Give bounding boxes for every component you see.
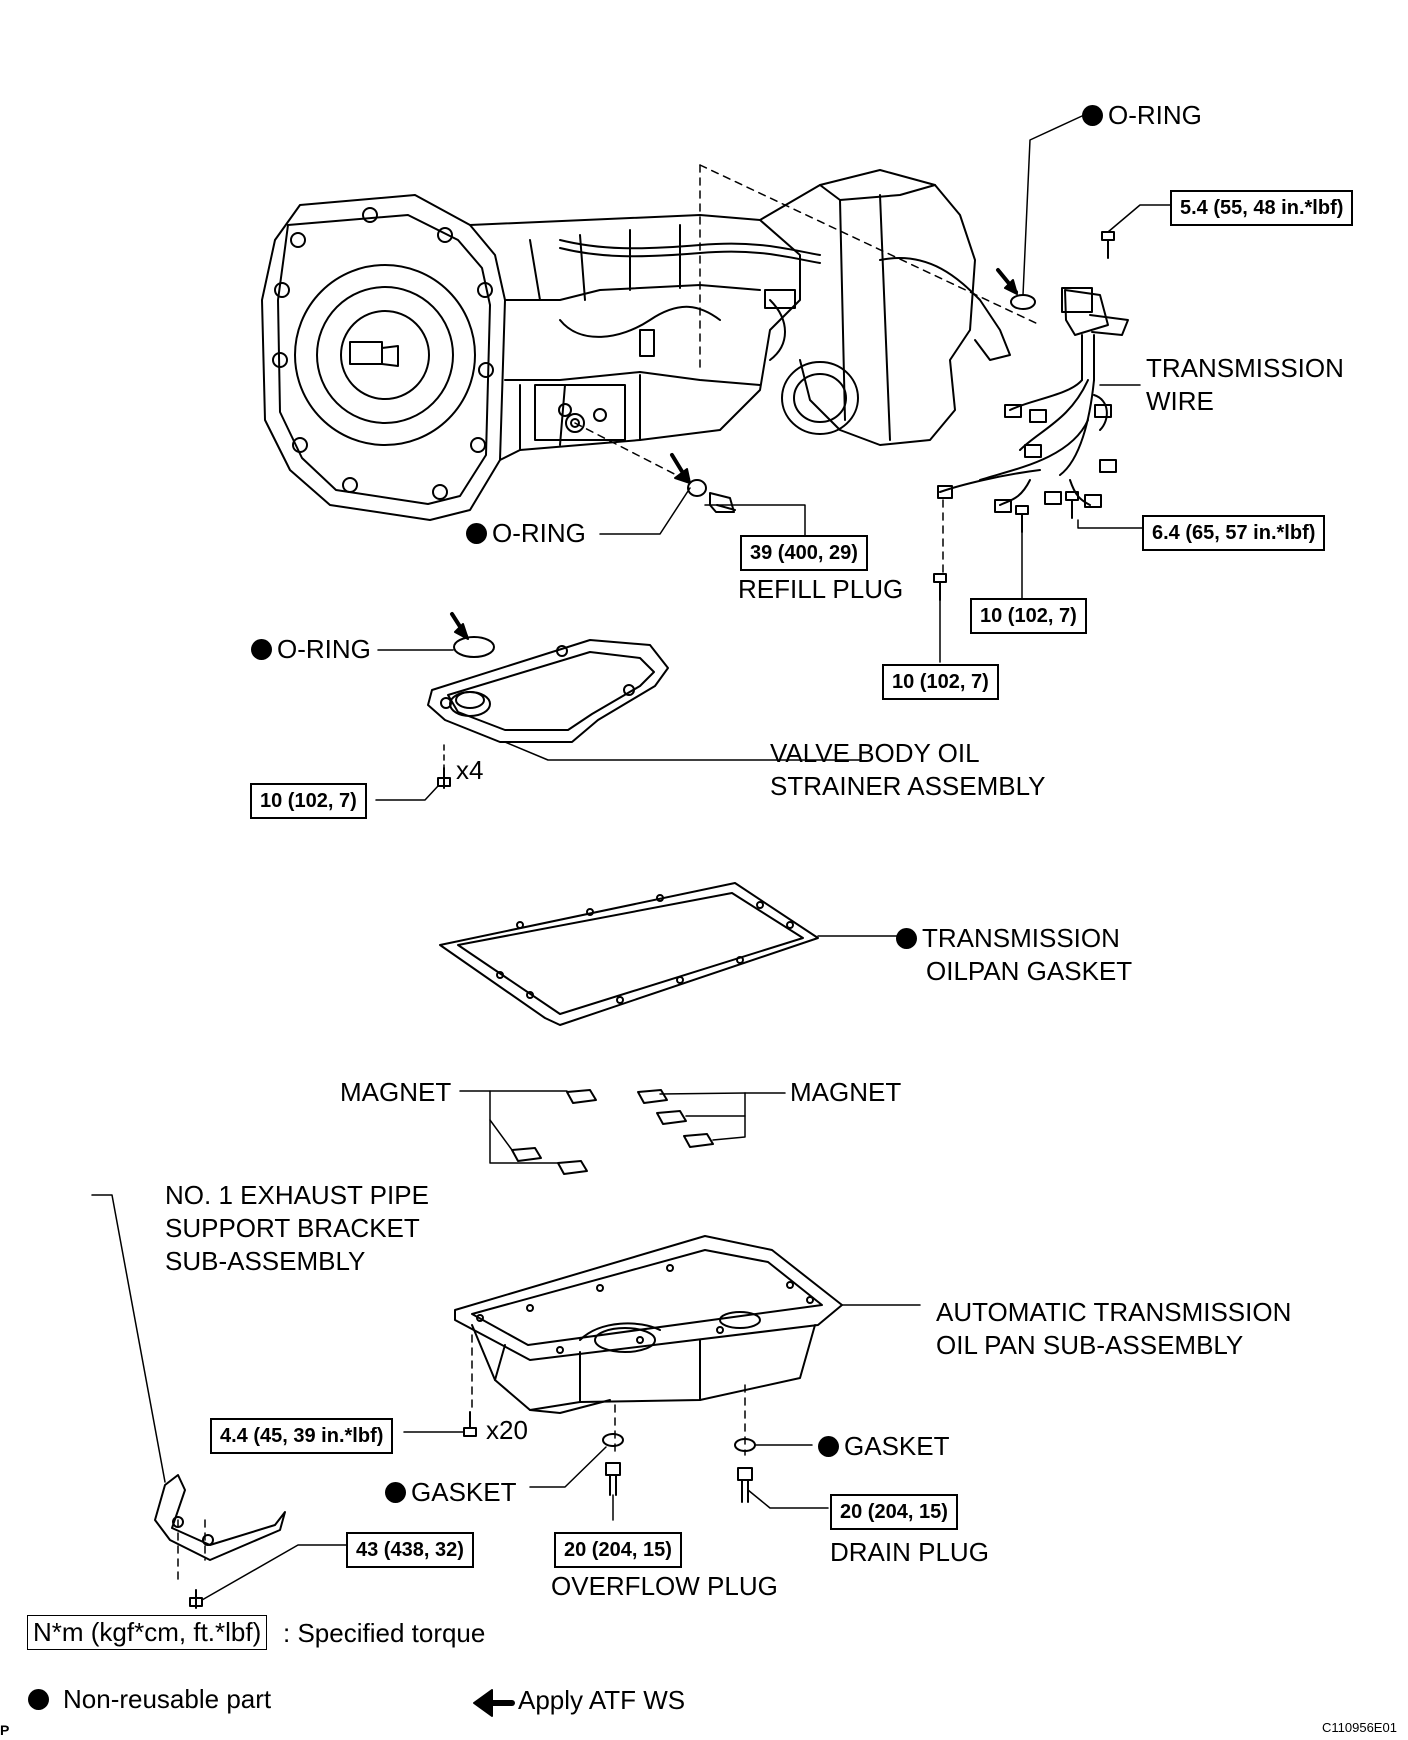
overflow-plug-part xyxy=(529,1433,624,1521)
exhaust-bracket-part xyxy=(91,1194,351,1609)
torque-wire-bolt-b: 10 (102, 7) xyxy=(882,664,999,700)
non-reusable-marker-icon xyxy=(896,928,917,949)
valve-body-strainer-label: VALVE BODY OIL STRAINER ASSEMBLY xyxy=(770,738,1046,801)
o-ring-top-part xyxy=(996,115,1083,310)
non-reusable-marker-icon xyxy=(28,1689,49,1710)
magnet-right-label: MAGNET xyxy=(790,1077,902,1107)
oil-pan-part xyxy=(454,1235,921,1414)
torque-pan-bolts: 4.4 (45, 39 in.*lbf) xyxy=(210,1418,394,1454)
assembly-leaders xyxy=(574,164,1041,483)
pan-bolt-part xyxy=(403,1411,477,1437)
non-reusable-marker-icon xyxy=(251,639,272,660)
legend-torque-desc: : Specified torque xyxy=(283,1618,486,1648)
overflow-plug-label: OVERFLOW PLUG xyxy=(551,1571,778,1601)
magnets-part xyxy=(459,1089,786,1175)
transmission-wire-label: TRANSMISSION WIRE xyxy=(1146,353,1344,416)
corner-mark: P xyxy=(0,1722,10,1738)
drain-plug-part xyxy=(734,1438,829,1509)
torque-wire-bracket: 5.4 (55, 48 in.*lbf) xyxy=(1170,190,1354,226)
qty-pan-bolts: x20 xyxy=(486,1415,528,1445)
o-ring-refill-label: O-RING xyxy=(466,517,586,550)
right-leaders xyxy=(704,204,1171,663)
non-reusable-marker-icon xyxy=(818,1436,839,1457)
drain-plug-label: DRAIN PLUG xyxy=(830,1537,989,1567)
legend-arrow-icon xyxy=(473,1689,515,1717)
torque-refill-plug: 39 (400, 29) xyxy=(740,535,868,571)
torque-bracket-bolt: 43 (438, 32) xyxy=(346,1532,474,1568)
torque-overflow-plug: 20 (204, 15) xyxy=(554,1532,682,1568)
transmission-assembly xyxy=(261,169,1011,521)
legend-torque-box: N*m (kgf*cm, ft.*lbf) xyxy=(27,1615,268,1650)
torque-wire-bolt-a: 10 (102, 7) xyxy=(970,598,1087,634)
exhaust-bracket-label: NO. 1 EXHAUST PIPE SUPPORT BRACKET SUB-A… xyxy=(165,1180,429,1276)
o-ring-strainer-label: O-RING xyxy=(251,633,371,666)
non-reusable-marker-icon xyxy=(385,1482,406,1503)
torque-drain-plug: 20 (204, 15) xyxy=(830,1494,958,1530)
qty-strainer-bolts: x4 xyxy=(456,755,484,785)
strainer-bolt-part xyxy=(375,744,451,801)
non-reusable-marker-icon xyxy=(1082,105,1103,126)
figure-code: C110956E01 xyxy=(1322,1720,1397,1735)
legend-apply-atf: Apply ATF WS xyxy=(518,1685,686,1715)
magnet-left-label: MAGNET xyxy=(340,1077,452,1107)
oilpan-gasket-label: TRANSMISSION OILPAN GASKET xyxy=(896,922,1132,988)
transmission-wire-part xyxy=(933,231,1129,601)
flange-bolts-group xyxy=(272,207,494,500)
strainer-o-ring-part xyxy=(377,612,495,658)
o-ring-top-label: O-RING xyxy=(1082,99,1202,132)
torque-wire-clamp: 6.4 (65, 57 in.*lbf) xyxy=(1142,515,1326,551)
non-reusable-marker-icon xyxy=(466,523,487,544)
gasket-right-label: GASKET xyxy=(818,1430,949,1463)
gasket-left-label: GASKET xyxy=(385,1476,516,1509)
legend-non-reusable: Non-reusable part xyxy=(28,1683,271,1716)
pan-holes xyxy=(476,1264,814,1354)
oilpan-gasket-part xyxy=(439,882,899,1026)
torque-strainer-bolts: 10 (102, 7) xyxy=(250,783,367,819)
oil-strainer-part xyxy=(427,639,861,761)
gasket-holes xyxy=(496,894,794,1004)
refill-plug-part xyxy=(599,453,736,535)
refill-plug-label: REFILL PLUG xyxy=(738,574,904,604)
oil-pan-label: AUTOMATIC TRANSMISSION OIL PAN SUB-ASSEM… xyxy=(936,1297,1292,1360)
